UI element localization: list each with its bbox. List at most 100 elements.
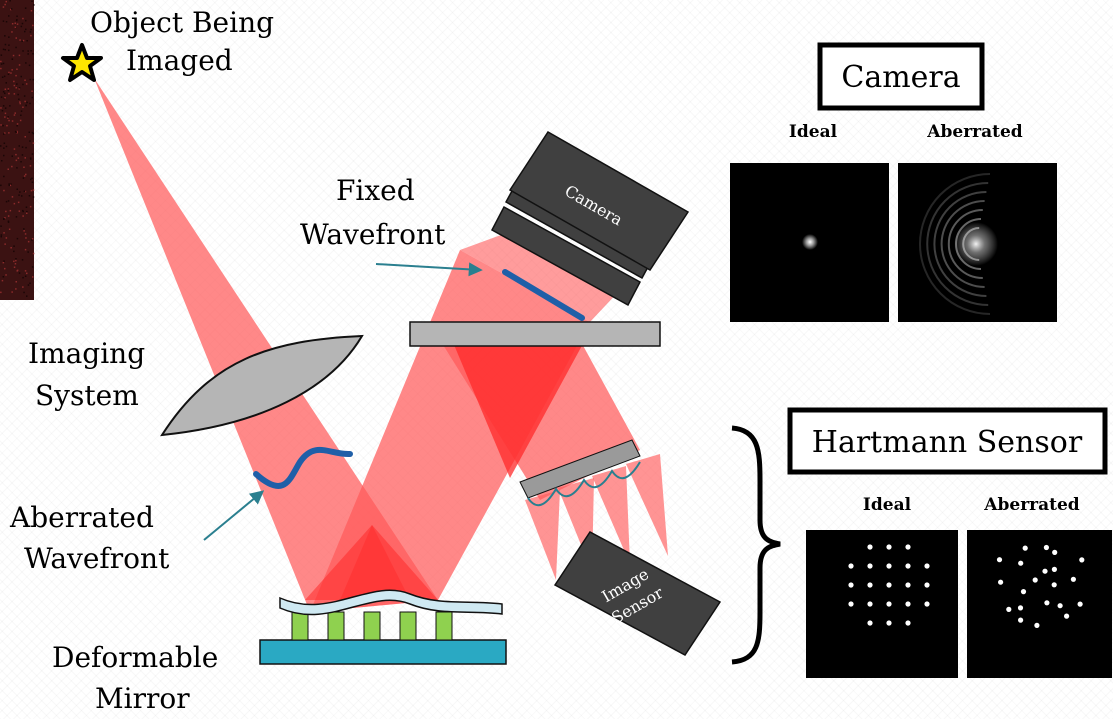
hartmann-aberrated-spot [1017,605,1024,611]
imaging-lens [160,334,364,437]
noise-dot [2,105,5,107]
aberrated-wavefront-arrow [203,490,265,541]
noise-dot [4,43,7,46]
noise-dot [29,165,32,167]
hartmann-aberrated-spot [1079,557,1085,563]
noise-dot [30,10,33,12]
actuator-3 [363,611,381,641]
noise-dot [11,120,14,122]
noise-dot [23,190,26,192]
noise-dot [20,75,22,78]
hartmann-panel: Hartmann Sensor Ideal Aberrated [731,407,1112,678]
noise-dot [26,295,28,297]
fixed-wavefront-label-line1: Fixed [336,174,415,207]
noise-dot [31,153,34,155]
noise-dot [5,200,8,203]
noise-dot [24,157,26,159]
noise-dot [14,22,16,24]
actuator-5 [435,611,453,641]
noise-dot [3,189,5,192]
noise-dot [1,110,4,112]
noise-dot [31,131,34,134]
noise-dot [14,263,17,265]
hartmann-ideal-spot [867,582,873,588]
noise-dot [0,291,2,294]
aberrated-wavefront-label-line1: Aberrated [9,501,154,534]
star-icon [61,43,103,82]
actuator-2 [327,611,345,641]
noise-dot [2,48,5,51]
noise-dot [4,116,6,118]
noise-dot [6,124,8,127]
noise-dot [3,75,6,78]
noise-dot [18,98,20,100]
noise-dot [15,87,17,89]
noise-dot [0,60,2,63]
noise-dot [29,78,32,81]
noise-dot [30,178,32,181]
noise-dot [10,72,12,74]
noise-dot [17,93,19,96]
noise-dot [20,25,23,28]
noise-dot [4,243,6,245]
hartmann-ideal-spot [886,563,892,569]
hartmann-aberrated-spot [1034,622,1040,629]
hartmann-ideal-spot [905,582,911,588]
noise-dot [8,36,10,38]
noise-dot [26,272,28,275]
hartmann-aberrated-spot [1070,576,1076,582]
noise-dot [8,183,10,185]
noise-dot [2,20,5,22]
noise-dot [16,167,18,169]
noise-dot [7,215,10,217]
hartmann-aberrated-spot [1042,568,1048,574]
actuator-4 [399,611,417,641]
noise-dot [8,15,10,17]
noise-dot [18,145,20,147]
noise-dot [26,210,28,213]
noise-dot [31,0,33,2]
noise-dot [7,200,10,202]
noise-dot [15,159,18,162]
fixed-wavefront-line [502,269,585,321]
hartmann-aberrated-spot [1006,606,1012,613]
noise-dot [30,50,32,52]
noise-dot [7,89,10,92]
noise-dot [31,177,33,179]
hartmann-aberrated-spot [1064,613,1070,619]
hartmann-ideal-image [806,530,958,678]
noise-dot [13,114,16,116]
noise-dot [29,205,32,208]
noise-dot [29,102,31,105]
noise-dot [27,284,30,286]
noise-dot [0,96,3,98]
camera-aberrated-label: Aberrated [926,122,1022,142]
noise-dot [24,248,27,251]
noise-dot [21,195,23,197]
noise-dot [32,252,35,255]
imaging-system-label-line2: System [35,379,139,412]
hartmann-aberrated-spot [996,557,1003,563]
noise-dot [5,274,7,276]
noise-dot [22,39,25,42]
noise-dot [3,97,6,100]
noise-dot [11,291,13,293]
noise-dot [3,218,5,220]
noise-dot [10,183,12,185]
noise-dot [16,125,18,127]
noise-dot [32,78,34,81]
noise-dot [2,276,5,278]
noise-dot [32,196,35,198]
noise-dot [7,88,10,90]
aberration-fringe [933,191,987,297]
noise-dot [22,210,24,213]
noise-dot [21,22,24,25]
noise-dot [22,106,24,108]
noise-dot [32,53,34,55]
noise-dot [3,133,5,135]
noise-dot [28,131,30,133]
noise-dot [16,132,18,134]
noise-dot [0,107,2,109]
aberration-fringe [919,173,991,315]
noise-dot [19,39,21,41]
